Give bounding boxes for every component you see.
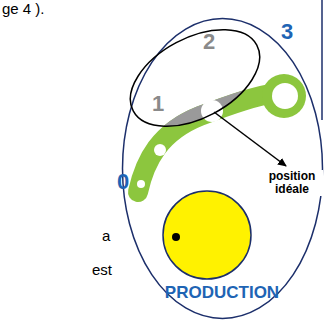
dial-circle-outline: [121, 17, 324, 320]
cut-text: est: [92, 262, 112, 279]
page-border: [321, 0, 323, 120]
dial-circle: 30position idéalePRODUCTION21: [121, 17, 324, 320]
highlight-ellipse: 21: [125, 20, 265, 136]
production-label: PRODUCTION: [165, 284, 279, 303]
position-number: 2: [203, 30, 215, 54]
position-number: 0: [117, 170, 129, 194]
cut-text: ge 4 ).: [2, 1, 45, 18]
position-number: 3: [281, 20, 293, 44]
ideal-position-label: position idéale: [261, 170, 323, 196]
position-number: 1: [152, 92, 164, 116]
yellow-knob: [163, 191, 251, 279]
cut-text: a: [102, 228, 110, 245]
pointer-arrow: [214, 112, 286, 166]
highlight-ellipse-outline: [125, 20, 265, 136]
grey-overlap: [138, 92, 280, 192]
